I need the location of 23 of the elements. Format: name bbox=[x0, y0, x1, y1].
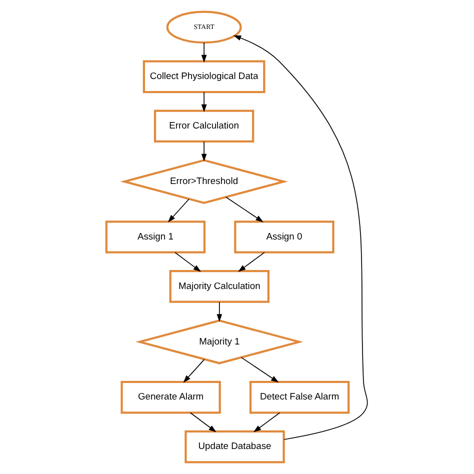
node-box: Assign 1 bbox=[105, 220, 206, 254]
arrow bbox=[174, 252, 202, 272]
node-box: Error Calculation bbox=[154, 110, 254, 143]
arrow bbox=[240, 357, 279, 383]
arrow bbox=[190, 412, 216, 432]
node-box: Update Database bbox=[184, 430, 285, 464]
node-box: Majority Calculation bbox=[169, 270, 270, 303]
arrow bbox=[168, 198, 190, 222]
node-box: Generate Alarm bbox=[120, 380, 221, 414]
node-diamond: Error>Threshold bbox=[120, 159, 288, 204]
arrow bbox=[201, 92, 207, 112]
node-diamond: Majority 1 bbox=[136, 319, 304, 364]
arrow bbox=[233, 35, 368, 440]
arrow bbox=[253, 412, 280, 432]
arrow bbox=[216, 302, 222, 322]
arrow bbox=[201, 141, 207, 162]
arrow bbox=[201, 42, 207, 63]
node-box: Collect Physiological Data bbox=[142, 60, 266, 94]
arrow bbox=[183, 359, 205, 383]
node-box: Assign 0 bbox=[234, 220, 334, 254]
arrow bbox=[226, 196, 264, 222]
arrow bbox=[238, 252, 265, 272]
node-box: Detect False Alarm bbox=[249, 380, 350, 414]
